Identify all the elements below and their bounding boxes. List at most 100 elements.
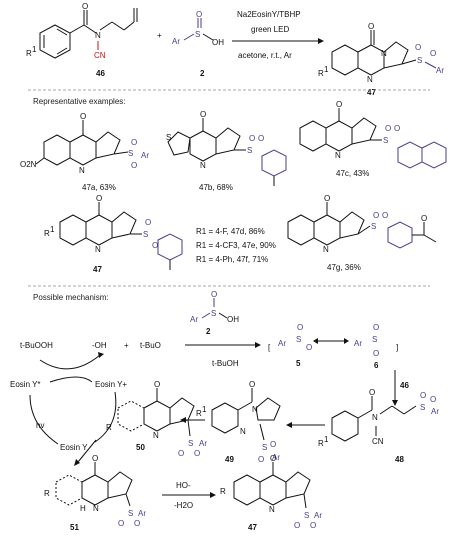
mech-compound-6-label: 6 — [374, 361, 379, 370]
svg-text:S: S — [304, 511, 309, 520]
svg-text:N: N — [367, 75, 373, 84]
svg-text:R: R — [318, 69, 324, 78]
mech-compound-51-label: 51 — [70, 523, 79, 532]
svg-text:CN: CN — [372, 437, 384, 446]
svg-text:O: O — [131, 161, 137, 170]
svg-text:O: O — [211, 290, 217, 299]
mech-compound-5-label: 5 — [296, 359, 301, 368]
arrow-49-to-50 — [180, 417, 205, 423]
svg-text:N: N — [93, 504, 99, 513]
svg-text:Ar: Ar — [436, 66, 444, 75]
svg-text:O: O — [118, 519, 124, 528]
water-loss: -H2O — [174, 501, 193, 510]
svg-text:O: O — [131, 138, 137, 147]
svg-text:Ar: Ar — [431, 407, 439, 416]
mech-compound-2-label: 2 — [206, 327, 211, 336]
svg-text:N: N — [79, 166, 85, 175]
svg-text:Ar: Ar — [278, 339, 286, 348]
svg-text:S: S — [296, 335, 301, 344]
svg-text:O: O — [369, 388, 375, 397]
hv-label: hv — [36, 421, 44, 430]
svg-text:S: S — [417, 56, 422, 65]
arrow-51-to-47: HO- -H2O — [162, 481, 216, 510]
cyano-label: CN — [94, 51, 106, 60]
svg-text:O: O — [373, 323, 379, 332]
example-47a: O N S O O Ar O2N 47a, 63% — [20, 112, 149, 192]
svg-text:S: S — [128, 509, 133, 518]
svg-text:N: N — [269, 505, 275, 514]
svg-text:S: S — [166, 133, 171, 142]
example-47-label: 47 — [93, 265, 102, 274]
svg-text:S: S — [383, 136, 388, 145]
svg-text:O: O — [200, 110, 206, 119]
svg-text:O: O — [80, 112, 86, 121]
svg-text:R: R — [44, 229, 50, 238]
svg-text:N: N — [372, 413, 378, 422]
svg-text:S: S — [143, 230, 148, 239]
svg-text:O: O — [258, 455, 264, 464]
eosin-radical-cation-label: Eosin Y+ — [95, 380, 127, 389]
svg-text:1: 1 — [32, 45, 37, 54]
substituent-list: R1 = 4-F, 47d, 86% R1 = 4-CF3, 47e, 90% … — [196, 227, 276, 264]
example-47b-label: 47b, 68% — [199, 183, 233, 192]
intermediate-50: O N S O O Ar R 50 — [106, 380, 207, 458]
svg-text:R: R — [318, 439, 324, 448]
svg-text:O: O — [270, 454, 276, 463]
svg-text:H: H — [80, 504, 86, 513]
compound-2-structure: Ar S O OH 2 — [172, 10, 224, 78]
initiation-step: t-BuOOH -OH + t-BuO — [20, 341, 161, 370]
reaction-arrow: Na2EosinY/TBHP green LED acetone, r.t., … — [232, 10, 324, 60]
svg-text:N: N — [200, 161, 206, 170]
mech-compound-48-label: 48 — [395, 455, 404, 464]
svg-text:N: N — [153, 431, 159, 440]
svg-text:OH: OH — [227, 315, 239, 324]
conditions-text: acetone, r.t., Ar — [238, 51, 292, 60]
product-47-mechanism: O N S O O Ar R 47 — [220, 454, 322, 532]
svg-text:O: O — [421, 214, 427, 223]
intermediate-51: O H N S O O Ar R 51 — [44, 454, 146, 532]
svg-text:R: R — [220, 487, 226, 496]
svg-text:S: S — [420, 403, 425, 412]
svg-text:O: O — [373, 349, 379, 358]
svg-text:O: O — [270, 440, 276, 449]
mech-compound-50-label: 50 — [136, 443, 145, 452]
svg-text:Ar: Ar — [272, 453, 280, 462]
mech-compound-46-label: 46 — [400, 381, 409, 390]
compound-46-label: 46 — [96, 69, 105, 78]
svg-text:N: N — [323, 245, 329, 254]
examples-heading: Representative examples: — [33, 97, 126, 106]
svg-text:O: O — [294, 521, 300, 530]
tbuo-radical-label: t-BuO — [140, 341, 161, 350]
svg-text:O: O — [306, 343, 312, 352]
svg-text:R: R — [106, 423, 112, 432]
svg-text:S: S — [195, 30, 200, 39]
svg-text:O: O — [382, 211, 388, 220]
tbuoh-label: t-BuOH — [212, 359, 239, 368]
eosin-excited-label: Eosin Y* — [10, 380, 41, 389]
svg-text:OH: OH — [212, 38, 224, 47]
reagent-line-1: Na2EosinY/TBHP — [237, 10, 301, 19]
svg-text:O: O — [310, 521, 316, 530]
svg-text:N: N — [252, 405, 258, 414]
arrow-50-to-51 — [74, 439, 97, 466]
eosin-cycle: Eosin Y* Eosin Y+ Eosin Y hv — [10, 376, 127, 452]
svg-text:O: O — [373, 211, 379, 220]
svg-text:O: O — [420, 391, 426, 400]
svg-text:O: O — [324, 194, 330, 203]
svg-text:S: S — [372, 335, 377, 344]
mech-compound-49-label: 49 — [225, 455, 234, 464]
svg-text:O: O — [258, 134, 264, 143]
svg-text:O: O — [145, 218, 151, 227]
svg-text:O: O — [194, 449, 200, 458]
svg-text:O: O — [385, 124, 391, 133]
svg-text:1: 1 — [50, 225, 55, 234]
svg-text:+: + — [124, 341, 129, 350]
svg-text:N: N — [95, 31, 101, 40]
reagent-line-2: green LED — [251, 25, 289, 34]
svg-text:Ar: Ar — [172, 37, 180, 46]
svg-text:N: N — [95, 245, 101, 254]
